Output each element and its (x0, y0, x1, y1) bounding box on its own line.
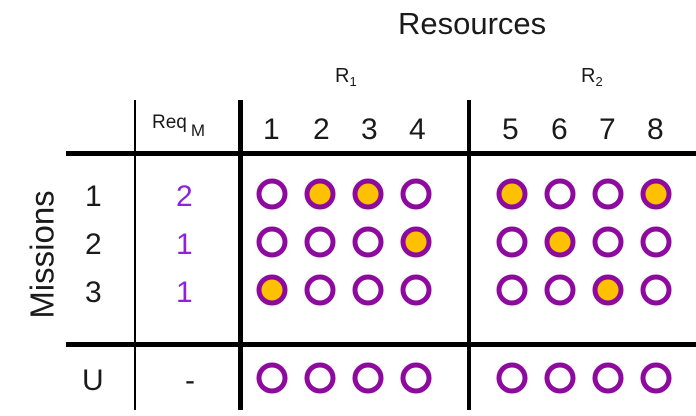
header-divider-line (66, 151, 696, 156)
resource-number-2: 2 (313, 113, 330, 146)
slot-mission-U-resource-3-empty (352, 362, 384, 394)
slot-mission-2-resource-7-empty (592, 226, 624, 258)
resource-number-4: 4 (409, 113, 426, 146)
slot-mission-U-resource-2-empty (304, 362, 336, 394)
slot-mission-2-resource-5-empty (496, 226, 528, 258)
slot-mission-1-resource-4-empty (400, 178, 432, 210)
slot-mission-3-resource-7-assigned (592, 274, 624, 306)
req-value-2: 1 (176, 228, 193, 261)
slot-mission-1-resource-7-empty (592, 178, 624, 210)
resources-title: Resources (398, 6, 547, 41)
slot-mission-2-resource-8-empty (640, 226, 672, 258)
slot-mission-U-resource-4-empty (400, 362, 432, 394)
slot-mission-2-resource-4-assigned (400, 226, 432, 258)
slot-mission-U-resource-5-empty (496, 362, 528, 394)
slot-mission-3-resource-6-empty (544, 274, 576, 306)
slot-mission-3-resource-8-empty (640, 274, 672, 306)
slot-mission-3-resource-3-empty (352, 274, 384, 306)
slot-mission-2-resource-3-empty (352, 226, 384, 258)
slot-mission-1-resource-5-assigned (496, 178, 528, 210)
mission-id-1: 1 (85, 180, 102, 213)
group-r1-subscript: 1 (349, 74, 357, 89)
resource-number-8: 8 (647, 113, 664, 146)
req-value-u: - (185, 364, 195, 397)
slot-mission-1-resource-8-assigned (640, 178, 672, 210)
slot-mission-2-resource-6-assigned (544, 226, 576, 258)
group-label-r2: R2 (581, 66, 603, 88)
resource-group-divider (467, 100, 471, 410)
slot-mission-1-resource-3-assigned (352, 178, 384, 210)
req-value-3: 1 (176, 276, 193, 309)
mission-id-u: U (82, 364, 104, 397)
label-column-divider (134, 100, 136, 410)
resource-number-7: 7 (599, 113, 616, 146)
resource-number-1: 1 (263, 113, 280, 146)
unassigned-divider-line (66, 342, 696, 347)
resource-number-3: 3 (361, 113, 378, 146)
resource-number-6: 6 (551, 113, 568, 146)
req-column-divider (238, 100, 243, 410)
req-header-label: Req (152, 112, 187, 133)
slot-mission-2-resource-2-empty (304, 226, 336, 258)
slot-mission-1-resource-6-empty (544, 178, 576, 210)
slot-mission-3-resource-4-empty (400, 274, 432, 306)
mission-id-3: 3 (85, 276, 102, 309)
slot-mission-U-resource-6-empty (544, 362, 576, 394)
slot-mission-3-resource-2-empty (304, 274, 336, 306)
req-value-1: 2 (176, 180, 193, 213)
slot-mission-U-resource-8-empty (640, 362, 672, 394)
group-label-r1: R1 (335, 66, 357, 88)
slot-mission-U-resource-1-empty (256, 362, 288, 394)
slot-mission-3-resource-5-empty (496, 274, 528, 306)
group-r1-letter: R (335, 65, 350, 87)
group-r2-subscript: 2 (595, 74, 603, 89)
slot-mission-1-resource-1-empty (256, 178, 288, 210)
resource-number-5: 5 (502, 113, 519, 146)
slot-mission-U-resource-7-empty (592, 362, 624, 394)
req-header-subscript: M (190, 121, 206, 140)
slot-mission-2-resource-1-empty (256, 226, 288, 258)
slot-mission-1-resource-2-assigned (304, 178, 336, 210)
mission-id-2: 2 (85, 228, 102, 261)
group-r2-letter: R (581, 65, 596, 87)
slot-mission-3-resource-1-assigned (256, 274, 288, 306)
